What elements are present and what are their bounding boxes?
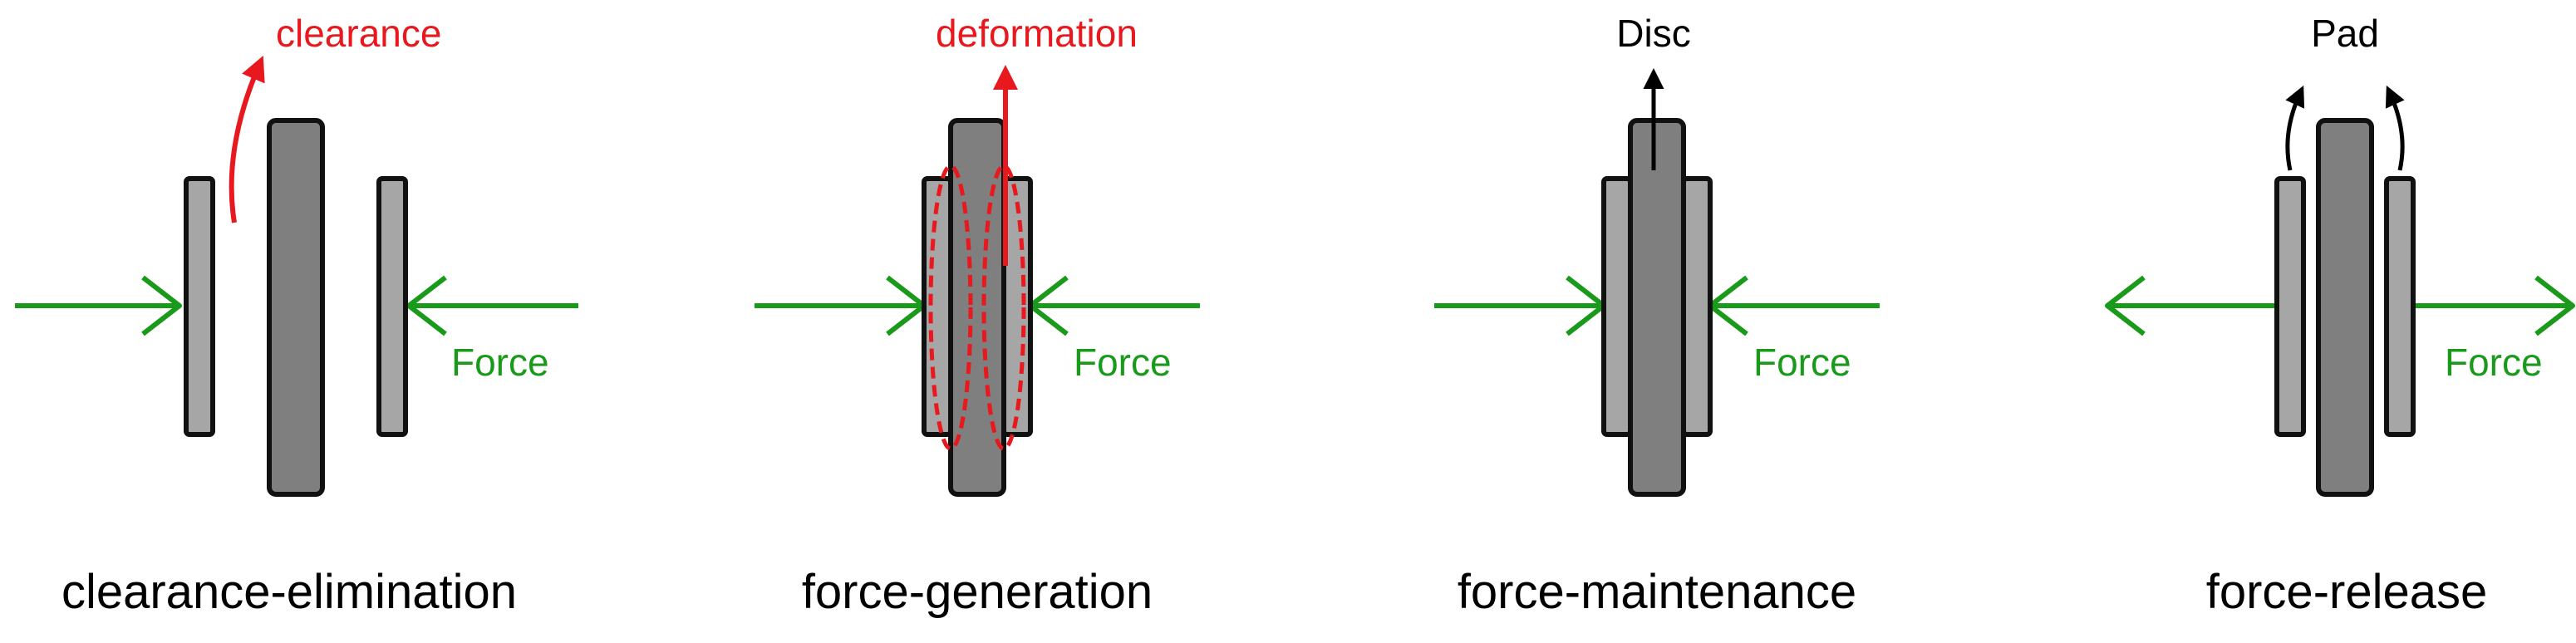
brake-pad-right bbox=[1001, 176, 1033, 437]
force-arrow-right bbox=[2401, 275, 2575, 336]
brake-pad-right bbox=[376, 176, 408, 437]
panel-force-maintenance: Disc Force force-maintenance bbox=[1434, 12, 1880, 619]
force-arrow-right bbox=[1028, 275, 1200, 336]
pad-pointer-arrow-left bbox=[2285, 85, 2305, 171]
annotation-label: clearance bbox=[276, 12, 441, 55]
stage-caption: force-generation bbox=[802, 565, 1153, 619]
annotation-label: Disc bbox=[1616, 12, 1690, 55]
panel-clearance-elimination: clearance Force clearance-elimination bbox=[15, 12, 578, 619]
force-arrow-right bbox=[406, 275, 578, 336]
force-arrow-left bbox=[15, 275, 182, 336]
panel-force-generation: deformation Force force-generation bbox=[755, 12, 1200, 619]
brake-pad-right bbox=[1681, 176, 1713, 437]
brake-disc bbox=[1628, 118, 1686, 497]
force-arrow-right bbox=[1708, 275, 1880, 336]
stage-caption: force-release bbox=[2206, 565, 2487, 619]
brake-pad-left bbox=[922, 176, 953, 437]
deformation-zone-left bbox=[928, 164, 973, 451]
force-arrow-left bbox=[1434, 275, 1606, 336]
force-label: Force bbox=[1074, 341, 1172, 384]
brake-pad-left bbox=[2274, 176, 2306, 437]
stage-caption: clearance-elimination bbox=[61, 565, 517, 619]
brake-pad-left bbox=[184, 176, 215, 437]
annotation-label: deformation bbox=[936, 12, 1138, 55]
annotation-label: Pad bbox=[2311, 12, 2379, 55]
force-label: Force bbox=[451, 341, 549, 384]
brake-disc bbox=[2316, 118, 2374, 497]
force-label: Force bbox=[1753, 341, 1851, 384]
brake-disc bbox=[267, 118, 325, 497]
brake-pad-right bbox=[2384, 176, 2416, 437]
deformation-zone-right bbox=[981, 164, 1026, 451]
panel-force-release: Pad Force force-release bbox=[2105, 12, 2575, 619]
force-arrow-left bbox=[2105, 275, 2277, 336]
pad-pointer-arrow-right bbox=[2385, 85, 2405, 171]
clearance-arrow bbox=[229, 55, 265, 223]
force-label: Force bbox=[2445, 341, 2543, 384]
brake-pad-left bbox=[1601, 176, 1633, 437]
stage-caption: force-maintenance bbox=[1458, 565, 1856, 619]
force-arrow-left bbox=[755, 275, 927, 336]
